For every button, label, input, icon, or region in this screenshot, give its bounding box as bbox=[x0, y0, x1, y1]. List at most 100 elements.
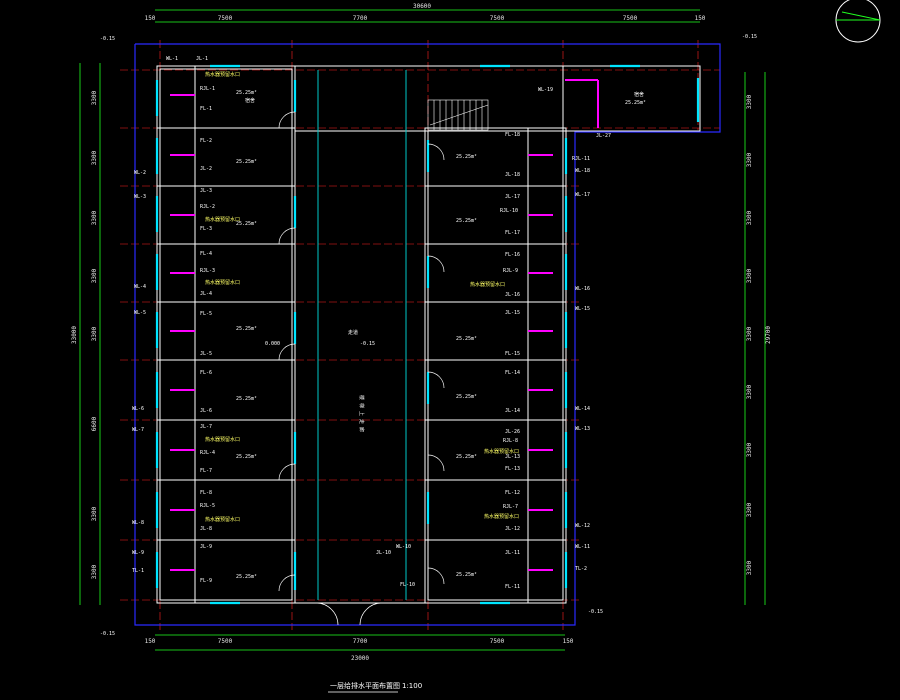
pipe-label: JL-14 bbox=[505, 408, 520, 414]
bottom-seg-5: 150 bbox=[563, 638, 574, 645]
left-wl-labels: WL-2 WL-3 WL-4 WL-5 WL-6 WL-7 WL-8 WL-9 … bbox=[132, 170, 146, 574]
wl-label: WL-15 bbox=[575, 306, 590, 312]
pipe-label: RJL-10 bbox=[500, 208, 518, 214]
pipe-label: JL-13 bbox=[505, 454, 520, 460]
wl-label: JL-27 bbox=[596, 133, 611, 139]
right-seg-2: 3300 bbox=[746, 152, 753, 167]
room-note: 热水器预留水口 bbox=[205, 216, 240, 223]
bottom-seg-3: 7700 bbox=[353, 638, 368, 645]
pipe-label: JL-5 bbox=[200, 351, 212, 357]
pipe-label: FL-10 bbox=[400, 582, 415, 588]
bottom-seg-2: 7500 bbox=[218, 638, 233, 645]
top-seg-2: 7500 bbox=[218, 15, 233, 22]
left-seg-2: 3300 bbox=[91, 150, 98, 165]
wl-label: WL-4 bbox=[134, 284, 146, 290]
pipe-label: FL-13 bbox=[505, 466, 520, 472]
pipe-label: FL-14 bbox=[505, 370, 520, 376]
room-area: 25.25m² bbox=[456, 336, 477, 342]
corridor-text: 楼 梯 上 走 廊 bbox=[358, 395, 365, 432]
bottom-total-dim: 23000 bbox=[351, 655, 369, 662]
left-total-dim: 33000 bbox=[71, 326, 78, 344]
wl-label: WL-11 bbox=[575, 544, 590, 550]
level-marks: -0.15 -0.15 -0.15 -0.15 -0.15 0.000 bbox=[100, 34, 757, 637]
room-area: 25.25m² bbox=[236, 326, 257, 332]
pipe-label: WL-1 bbox=[166, 56, 178, 62]
left-seg-5: 3300 bbox=[91, 326, 98, 341]
pipe-label: RJL-5 bbox=[200, 503, 215, 509]
door-swings bbox=[278, 111, 445, 626]
pipe-label: RJL-2 bbox=[200, 204, 215, 210]
drawing-title: 一层给排水平面布置图 1:100 bbox=[328, 681, 422, 693]
pipe-label: FL-6 bbox=[200, 370, 212, 376]
left-seg-6: 6600 bbox=[91, 416, 98, 431]
room-area: 25.25m² bbox=[236, 574, 257, 580]
wl-label: WL-10 bbox=[396, 544, 411, 550]
right-seg-5: 3300 bbox=[746, 326, 753, 341]
top-seg-5: 7500 bbox=[623, 15, 638, 22]
right-total-dim: 29700 bbox=[765, 326, 772, 344]
room-area: 25.25m² bbox=[236, 454, 257, 460]
wl-label: WL-9 bbox=[132, 550, 144, 556]
top-total-dim: 30600 bbox=[413, 3, 431, 10]
wl-label: WL-13 bbox=[575, 426, 590, 432]
pipe-label: JL-11 bbox=[505, 550, 520, 556]
left-seg-8: 3300 bbox=[91, 564, 98, 579]
room-area: 25.25m² bbox=[236, 221, 257, 227]
pipe-label: FL-18 bbox=[505, 132, 520, 138]
left-room-dividers bbox=[157, 66, 295, 603]
windows bbox=[155, 64, 700, 605]
pipe-label: RJL-3 bbox=[200, 268, 215, 274]
room-area: 25.25m² bbox=[456, 394, 477, 400]
left-seg-4: 3300 bbox=[91, 268, 98, 283]
wl-label: RJL-11 bbox=[572, 156, 590, 162]
pipe-label: JL-6 bbox=[200, 408, 212, 414]
pipe-label: JL-18 bbox=[505, 172, 520, 178]
north-arrow-icon bbox=[835, 0, 881, 43]
right-seg-9: 3300 bbox=[746, 560, 753, 575]
right-pipe-labels: FL-18 JL-18 RJL-10 JL-17 FL-17 FL-16 RJL… bbox=[376, 132, 520, 590]
pipe-label: RJL-7 bbox=[503, 504, 518, 510]
pipe-label: FL-7 bbox=[200, 468, 212, 474]
scale-text: 1:100 bbox=[402, 682, 422, 690]
room-area: 25.25m² bbox=[236, 159, 257, 165]
top-seg-1: 150 bbox=[145, 15, 156, 22]
right-room-dividers bbox=[425, 128, 566, 603]
right-seg-4: 3300 bbox=[746, 268, 753, 283]
top-seg-3: 7700 bbox=[353, 15, 368, 22]
pipe-label: FL-5 bbox=[200, 311, 212, 317]
pipe-label: JL-17 bbox=[505, 194, 520, 200]
pipe-label: FL-15 bbox=[505, 351, 520, 357]
pipe-label: FL-9 bbox=[200, 578, 212, 584]
pipe-label: JL-7 bbox=[200, 424, 212, 430]
wl-label: TL-2 bbox=[575, 566, 587, 572]
pipe-label: FL-1 bbox=[200, 106, 212, 112]
right-seg-6: 3300 bbox=[746, 384, 753, 399]
room-note: 热水器预留水口 bbox=[470, 281, 505, 288]
room-note: 热水器预留水口 bbox=[205, 436, 240, 443]
right-dimensions: 29700 3300 3300 3300 3300 3300 3300 3300… bbox=[746, 94, 772, 575]
right-seg-8: 3300 bbox=[746, 502, 753, 517]
room-area: 25.25m² bbox=[456, 454, 477, 460]
bottom-seg-1: 150 bbox=[145, 638, 156, 645]
wl-label: WL-12 bbox=[575, 523, 590, 529]
pipe-label: FL-4 bbox=[200, 251, 212, 257]
left-seg-3: 3300 bbox=[91, 210, 98, 225]
pipe-label: RJL-4 bbox=[200, 450, 215, 456]
pipe-label: JL-8 bbox=[200, 526, 212, 532]
room-area: 25.25m² bbox=[236, 90, 257, 96]
wl-label: WL-19 bbox=[538, 87, 553, 93]
top-seg-6: 150 bbox=[695, 15, 706, 22]
room-name: 宿舍 bbox=[245, 97, 255, 104]
right-seg-7: 3300 bbox=[746, 442, 753, 457]
corridor-label: 走道 bbox=[348, 329, 358, 336]
wl-label: WL-6 bbox=[132, 406, 144, 412]
bottom-seg-4: 7500 bbox=[490, 638, 505, 645]
level-bottom-left: -0.15 bbox=[100, 631, 115, 637]
right-seg-3: 3300 bbox=[746, 210, 753, 225]
pipe-label: JL-26 bbox=[505, 429, 520, 435]
level-bottom-right: -0.15 bbox=[588, 609, 603, 615]
left-pipe-labels: WL-1 JL-1 RJL-1 FL-1 FL-2 JL-2 JL-3 RJL-… bbox=[166, 56, 215, 584]
right-seg-1: 3300 bbox=[746, 94, 753, 109]
